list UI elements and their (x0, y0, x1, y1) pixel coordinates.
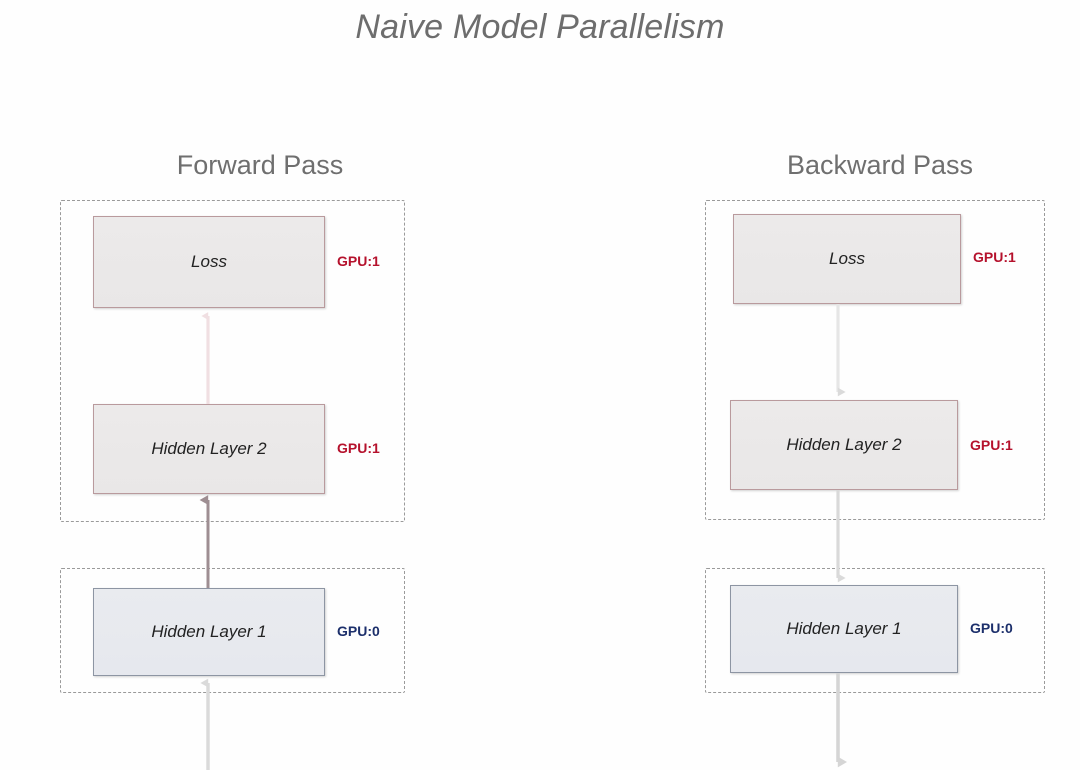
backward-node-loss-label: Loss (829, 249, 865, 268)
forward-gpu1-group (60, 200, 405, 522)
forward-gpu-tag-hidden-layer-2: GPU:1 (337, 440, 380, 456)
backward-node-loss[interactable]: Loss (733, 214, 961, 304)
backward-gpu-tag-hidden-layer-2: GPU:1 (970, 437, 1013, 453)
backward-node-hidden-layer-1[interactable]: Hidden Layer 1 (730, 585, 958, 673)
backward-pass-heading: Backward Pass (786, 150, 974, 180)
forward-node-hidden-layer-1-label: Hidden Layer 1 (151, 622, 267, 641)
backward-pass-panel: Loss GPU:1 Hidden Layer 2 GPU:1 Hidden L… (540, 0, 1080, 770)
backward-gpu-tag-loss: GPU:1 (973, 249, 1016, 265)
forward-node-hidden-layer-2-label: Hidden Layer 2 (151, 439, 267, 458)
forward-node-hidden-layer-1[interactable]: Hidden Layer 1 (93, 588, 325, 676)
backward-node-hidden-layer-2[interactable]: Hidden Layer 2 (730, 400, 958, 490)
backward-gpu1-group (705, 200, 1045, 520)
forward-gpu-tag-hidden-layer-1: GPU:0 (337, 623, 380, 639)
forward-node-loss-label: Loss (191, 252, 227, 271)
backward-node-hidden-layer-2-label: Hidden Layer 2 (786, 435, 902, 454)
forward-gpu0-group (60, 568, 405, 693)
backward-node-hidden-layer-1-label: Hidden Layer 1 (786, 619, 902, 638)
forward-gpu-tag-loss: GPU:1 (337, 253, 380, 269)
forward-node-hidden-layer-2[interactable]: Hidden Layer 2 (93, 404, 325, 494)
backward-gpu0-group (705, 568, 1045, 693)
backward-gpu-tag-hidden-layer-1: GPU:0 (970, 620, 1013, 636)
forward-pass-heading: Forward Pass (176, 150, 344, 180)
forward-node-loss[interactable]: Loss (93, 216, 325, 308)
page-title: Naive Model Parallelism (355, 8, 725, 46)
forward-pass-panel: Loss GPU:1 Hidden Layer 2 GPU:1 Hidden L… (60, 200, 405, 693)
